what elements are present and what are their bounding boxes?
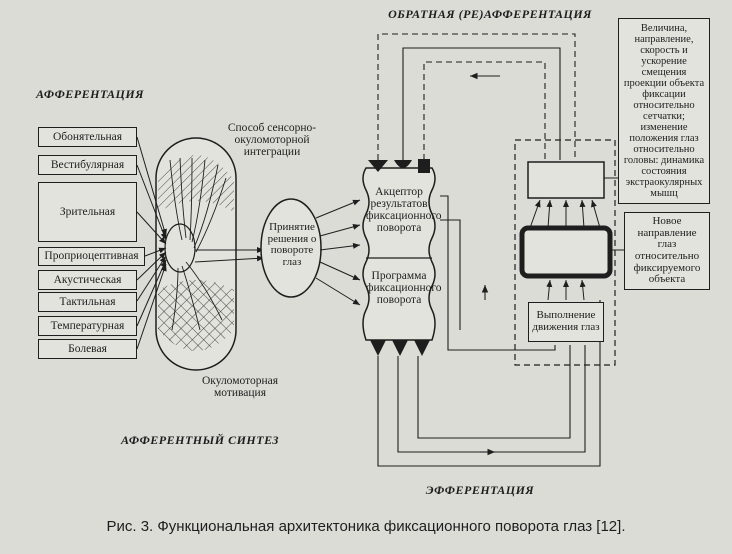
sensory-box-visual: Зрительная [38, 182, 137, 242]
sensory-box-tactile: Тактильная [38, 292, 137, 312]
afferentation-heading: АФФЕРЕНТАЦИЯ [36, 87, 144, 101]
integration-oval [155, 137, 237, 371]
reafferentation-heading: ОБРАТНАЯ (РЕ)АФФЕРЕНТАЦИЯ [388, 7, 592, 21]
effector-arrows [529, 199, 601, 301]
effector-region [514, 139, 616, 366]
acceptor-receptors [368, 159, 430, 173]
efferent-arrowheads [480, 285, 495, 456]
sensory-box-olfactory: Обонятельная [38, 127, 137, 147]
sensory-arrows [136, 136, 265, 350]
acceptor-program-column [362, 167, 436, 341]
parameters-box: Величина, направление, скорость и ускоре… [618, 18, 710, 204]
new-direction-box: Новое направление глаз относительно фикс… [624, 212, 710, 290]
sensory-box-temperature: Температурная [38, 316, 137, 336]
program-effectors [370, 340, 430, 356]
sensory-box-pain: Болевая [38, 339, 137, 359]
sensor-box [527, 161, 605, 199]
efferentation-heading: ЭФФЕРЕНТАЦИЯ [425, 483, 535, 497]
decision-arrows [315, 199, 361, 306]
program-label: Программа фиксационного поворота [366, 270, 442, 307]
figure-caption: Рис. 3. Функциональная архитектоника фик… [106, 518, 626, 535]
execution-box: Выполнение движения глаз [528, 302, 604, 342]
motivation-label: Окуломоторная мотивация [201, 375, 279, 400]
afferent-synthesis-heading: АФФЕРЕНТНЫЙ СИНТЕЗ [120, 433, 280, 447]
decision-label: Принятие решения о повороте глаз [267, 221, 317, 268]
reafferent-loops [377, 33, 576, 160]
acceptor-label: Акцептор результатов фиксационного повор… [366, 186, 442, 235]
decision-ellipse [260, 198, 322, 298]
integration-label: Способ сенсорно-окуломоторной интеграции [227, 122, 317, 159]
sensory-box-acoustic: Акустическая [38, 270, 137, 290]
sensory-box-vestibular: Вестибулярная [38, 155, 137, 175]
effector-box [519, 225, 613, 279]
efferent-loops [377, 195, 601, 467]
sensory-box-proprioceptive: Проприоцептивная [38, 247, 145, 266]
